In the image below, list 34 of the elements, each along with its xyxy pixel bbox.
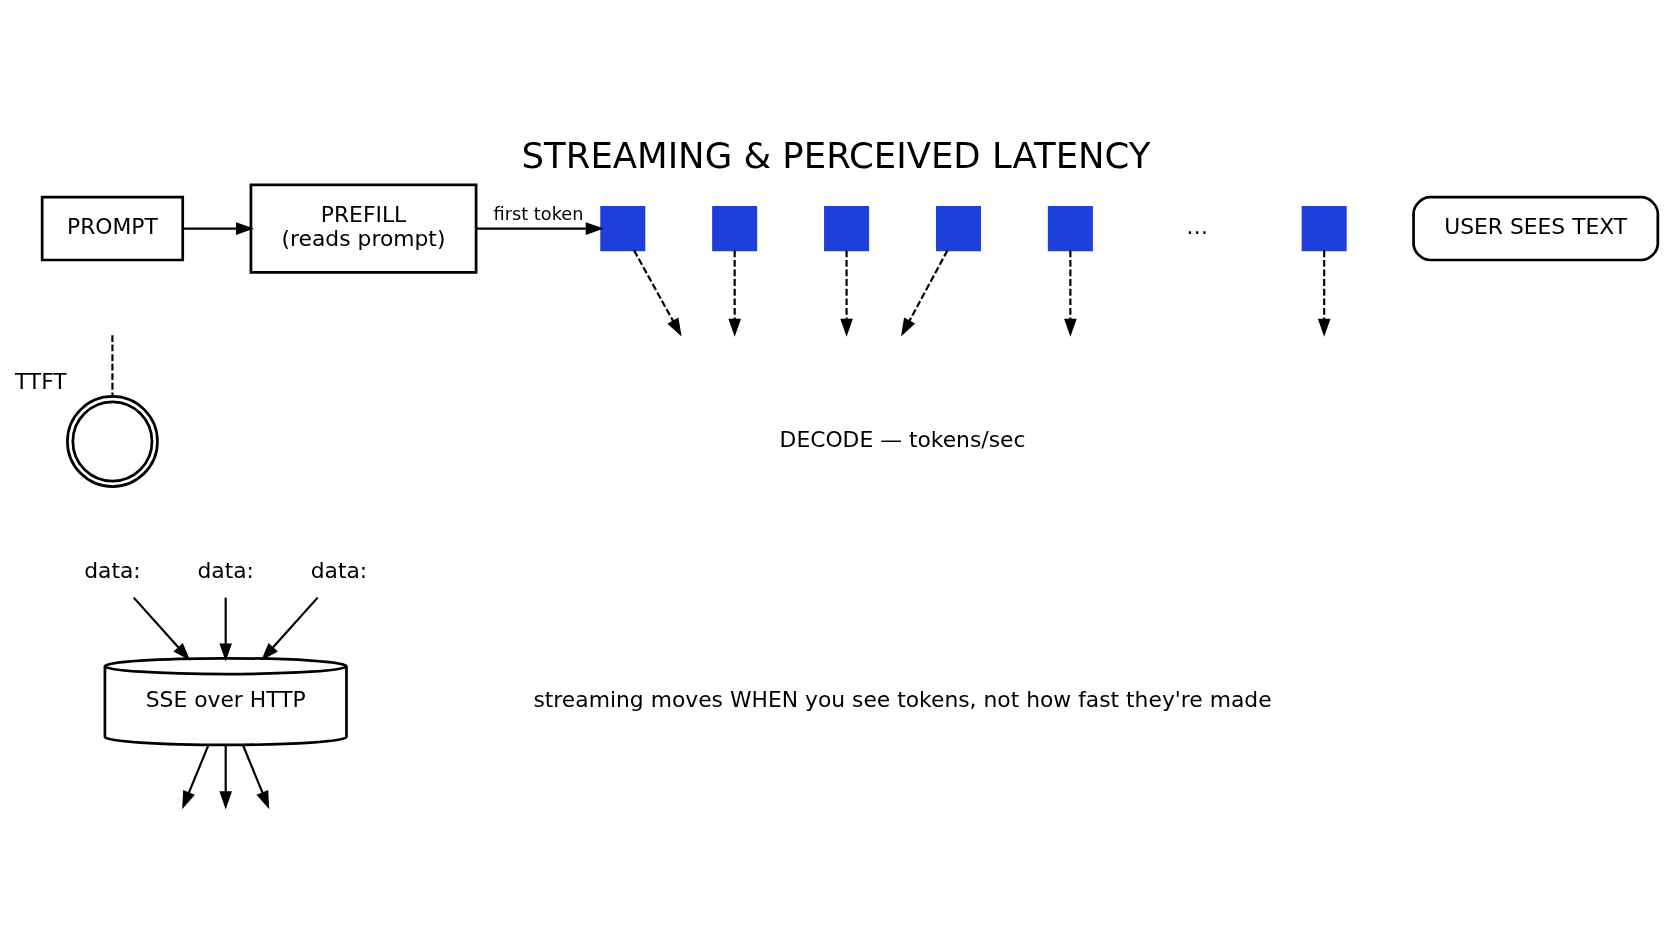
node-box [600,205,646,251]
node-box [712,205,758,251]
arrow [1317,250,1331,337]
arrow [476,221,604,235]
connector [111,334,114,396]
node-box: PREFILL (reads prompt) [249,183,478,274]
node-box [824,205,870,251]
arrow [901,249,949,336]
node-stopwatch [66,394,159,488]
label: DECODE — tokens/sec [779,426,1026,452]
arrow [182,744,210,809]
node-box [1047,205,1093,251]
arrow [728,250,741,337]
arrow [132,596,191,661]
arrow [241,744,270,809]
node-box: USER SEES TEXT [1412,195,1660,261]
label: … [1186,213,1209,239]
diagram-title: STREAMING & PERCEIVED LATENCY [521,134,1151,176]
label: streaming moves WHEN you see tokens, not how fast they're made [533,686,1272,712]
arrow [1064,250,1077,337]
arrow [219,744,232,809]
arrow [183,221,254,235]
node-box [935,205,981,251]
arrow [633,249,682,336]
edge-label: first token [493,203,584,224]
node-text: data: [310,557,368,583]
node-box [1301,205,1347,251]
node-box: PROMPT [40,195,185,261]
arrow [840,250,853,337]
node-label: TTFT [14,368,67,394]
node-text: data: [197,557,254,583]
arrow [219,597,232,661]
arrow [261,596,319,661]
node-text: data: [84,557,141,583]
